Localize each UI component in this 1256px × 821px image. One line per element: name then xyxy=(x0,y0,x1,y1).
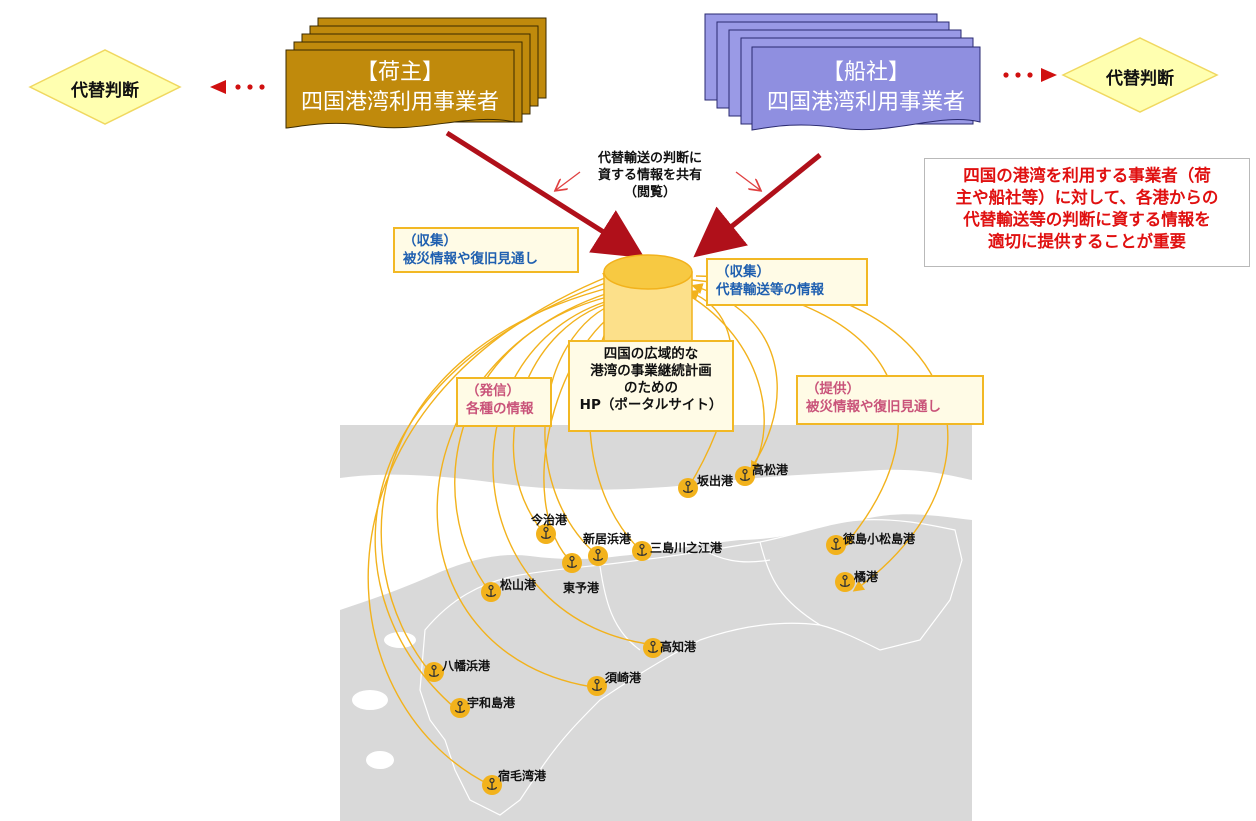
left-diamond-label: 代替判断 xyxy=(71,81,139,101)
port-anchor-icon xyxy=(424,662,444,682)
shipper-label-line1: 【荷主】 xyxy=(355,60,444,85)
port-label: 新居浜港 xyxy=(583,532,632,546)
right-diamond xyxy=(1061,37,1219,113)
port-label: 橘港 xyxy=(854,570,879,584)
port-label: 松山港 xyxy=(500,578,537,592)
share-note-line1: 代替輸送の判断に xyxy=(597,151,702,166)
callout-provide-body: 被災情報や復旧見通し xyxy=(806,399,941,415)
callout-send-body: 各種の情報 xyxy=(466,401,534,417)
key-message-box: 四国の港湾を利用する事業者（荷 主や船社等）に対して、各港からの 代替輸送等の判… xyxy=(924,158,1250,267)
port-label: 徳島小松島港 xyxy=(843,532,916,546)
seto-inland-sea xyxy=(340,469,972,610)
port-label: 須崎港 xyxy=(605,671,642,685)
port-anchor-icon xyxy=(826,535,846,555)
shipper-label: 【荷主】 四国港湾利用事業者 xyxy=(286,58,514,118)
shikoku-island xyxy=(419,519,963,816)
portal-site-label: 四国の広域的な 港湾の事業継続計画 のための HP（ポータルサイト） xyxy=(568,340,734,432)
callout-collect-alt: （収集） 代替輸送等の情報 xyxy=(706,258,868,306)
carrier-arrow xyxy=(693,153,822,258)
callout-send: （発信） 各種の情報 xyxy=(456,377,552,427)
right-diamond-label: 代替判断 xyxy=(1106,69,1174,89)
shipper-arrow xyxy=(445,130,645,259)
right-dotted-arrow xyxy=(1003,68,1057,82)
port-label: 高松港 xyxy=(752,463,789,477)
port-label: 今治港 xyxy=(531,513,568,527)
port-anchor-icon xyxy=(536,524,556,544)
port-label: 八幡浜港 xyxy=(442,659,491,673)
portal-line2: 港湾の事業継続計画 xyxy=(590,363,712,379)
port-anchor-icon xyxy=(588,546,608,566)
key-message-line3: 代替輸送等の判断に資する情報を xyxy=(963,210,1211,229)
view-arrow-right xyxy=(735,171,760,190)
portal-line1: 四国の広域的な xyxy=(603,346,699,362)
share-note-line2: 資する情報を共有 xyxy=(597,168,702,183)
share-note-line3: （閲覧） xyxy=(623,185,676,200)
carrier-label: 【船社】 四国港湾利用事業者 xyxy=(752,58,980,118)
port-anchor-icon xyxy=(735,466,755,486)
port-anchor-icon xyxy=(562,553,582,573)
callout-collect-damage: （収集） 被災情報や復旧見通し xyxy=(393,227,579,273)
left-dotted-arrow xyxy=(210,80,265,94)
callout-collect-damage-title: （収集） xyxy=(403,233,457,249)
port-anchor-icon xyxy=(643,638,663,658)
port-label: 三島川之江港 xyxy=(650,541,723,555)
port-anchor-icon xyxy=(450,698,470,718)
portal-line4: HP（ポータルサイト） xyxy=(579,397,723,413)
key-message-line4: 適切に提供することが重要 xyxy=(988,232,1186,251)
portal-line3: のための xyxy=(624,380,678,396)
left-diamond xyxy=(28,49,182,125)
key-message-line1: 四国の港湾を利用する事業者（荷 xyxy=(963,166,1211,185)
callout-provide: （提供） 被災情報や復旧見通し xyxy=(796,375,984,425)
port-anchor-icon xyxy=(481,582,501,602)
callout-collect-damage-body: 被災情報や復旧見通し xyxy=(403,251,538,267)
port-anchor-icon xyxy=(835,572,855,592)
callout-collect-alt-title: （収集） xyxy=(716,264,770,280)
port-label: 宿毛湾港 xyxy=(498,769,547,783)
port-anchor-icon xyxy=(587,676,607,696)
shipper-stack xyxy=(285,17,547,129)
callout-collect-alt-body: 代替輸送等の情報 xyxy=(716,282,824,298)
shipper-label-line2: 四国港湾利用事業者 xyxy=(300,90,499,115)
share-note: 代替輸送の判断に 資する情報を共有 （閲覧） xyxy=(570,150,730,201)
carrier-stack xyxy=(704,13,981,131)
port-label: 高知港 xyxy=(660,640,697,654)
key-message-line2: 主や船社等）に対して、各港からの xyxy=(955,188,1219,207)
port-anchor-icon xyxy=(482,775,502,795)
port-label: 東予港 xyxy=(563,581,600,595)
port-label: 坂出港 xyxy=(697,474,734,488)
callout-provide-title: （提供） xyxy=(806,381,860,397)
port-anchor-icon xyxy=(632,541,652,561)
carrier-label-line2: 四国港湾利用事業者 xyxy=(766,90,965,115)
callout-send-title: （発信） xyxy=(466,383,520,399)
port-label: 宇和島港 xyxy=(467,696,516,710)
port-anchor-icon xyxy=(678,478,698,498)
carrier-label-line1: 【船社】 xyxy=(821,60,910,85)
view-arrow-left xyxy=(556,171,581,190)
